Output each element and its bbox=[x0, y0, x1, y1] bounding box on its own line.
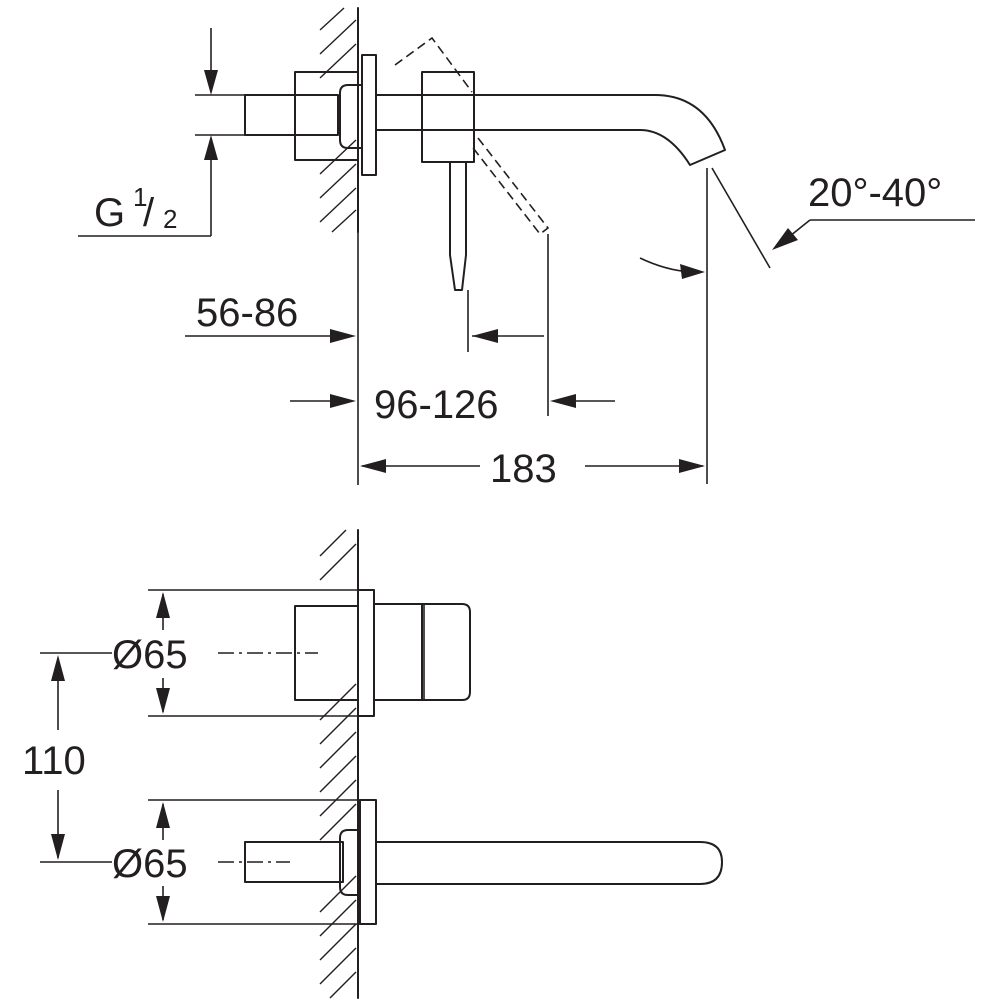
mixer-handle-cap bbox=[421, 603, 471, 701]
lever-handle bbox=[449, 161, 467, 291]
diameter-top-label: Ø65 bbox=[112, 633, 188, 677]
wall-hatching-bottom bbox=[319, 529, 359, 999]
dim-thread: G 1 / 2 bbox=[78, 28, 245, 237]
thread-slash: / bbox=[143, 191, 155, 235]
concealed-body bbox=[294, 71, 359, 161]
mixer-plate bbox=[357, 589, 375, 717]
lever-rotated-outline bbox=[469, 137, 550, 236]
dim-diameter-upper: Ø65 bbox=[112, 589, 358, 717]
escutcheon-plate bbox=[361, 54, 377, 176]
spout-flange bbox=[339, 829, 363, 896]
front-spout bbox=[375, 841, 723, 885]
dim-diameter-lower: Ø65 bbox=[112, 799, 360, 925]
thread-label-g: G bbox=[94, 191, 125, 235]
spout-inlet-pipe bbox=[244, 841, 344, 883]
escutcheon-rounded-flange bbox=[339, 84, 363, 149]
thread-denominator: 2 bbox=[163, 204, 177, 234]
dim-lever-depth: 96-126 bbox=[290, 234, 615, 427]
diameter-bottom-label: Ø65 bbox=[112, 842, 188, 886]
spout bbox=[375, 94, 726, 166]
spout-length-label: 183 bbox=[490, 447, 557, 491]
dim-angle: 20°-40° bbox=[639, 167, 975, 279]
side-view: G 1 / 2 56-86 96-126 bbox=[78, 7, 975, 491]
dim-spout-length: 183 bbox=[360, 168, 708, 491]
inlet-pipe bbox=[244, 94, 339, 136]
spacing-label: 110 bbox=[22, 739, 86, 783]
thread-numerator: 1 bbox=[133, 182, 147, 212]
mixer-concealed-body bbox=[294, 605, 359, 701]
lever-alternate-position bbox=[394, 36, 473, 93]
dim-spacing: 110 bbox=[22, 652, 112, 863]
wall-depth-label: 56-86 bbox=[196, 291, 298, 335]
front-view: Ø65 110 Ø65 bbox=[22, 529, 723, 999]
spout-plate bbox=[359, 799, 377, 925]
lever-depth-label: 96-126 bbox=[374, 383, 499, 427]
angle-label: 20°-40° bbox=[808, 171, 942, 215]
mixer-body bbox=[421, 71, 475, 163]
dim-wall-depth: 56-86 bbox=[185, 232, 359, 485]
mixer-handle bbox=[373, 603, 423, 701]
